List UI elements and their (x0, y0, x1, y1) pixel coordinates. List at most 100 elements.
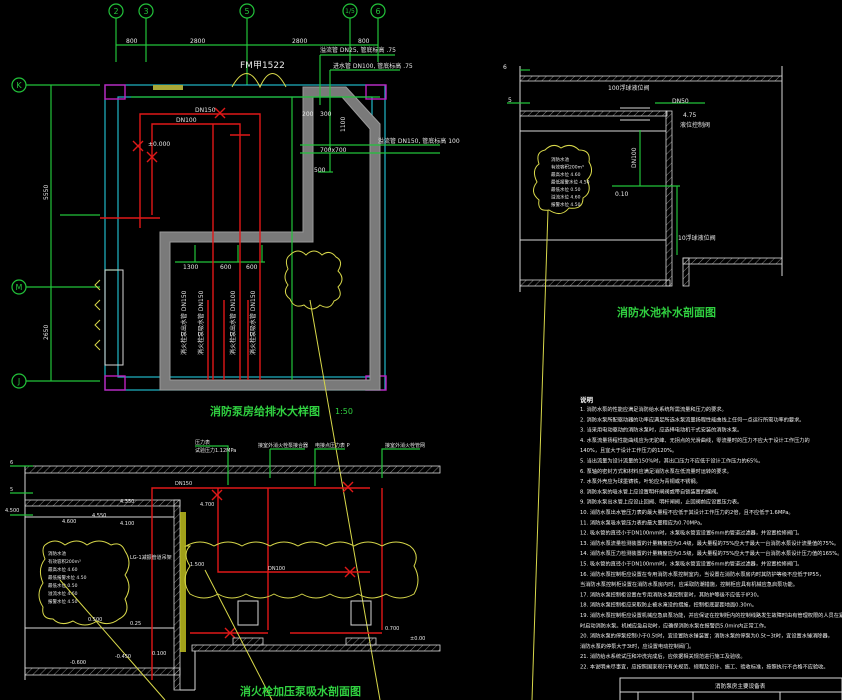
cloud-text: 报警水位 4.50 (48, 598, 78, 605)
dimension-text: 800 (126, 38, 138, 45)
pump-annotation: 4.550 (92, 513, 106, 519)
dimension-text: 600 (220, 264, 232, 271)
design-notes: 说明 1. 消防水泵的性能应满足消防给水系统所需流量和压力的要求。2. 消防水泵… (580, 395, 842, 671)
note-item: 当消防水泵控制柜设置在消防水泵房内时，应采取防潮措施，控制柜应具有机械应急启泵功… (580, 580, 798, 588)
dimension-text: 2800 (190, 38, 205, 45)
pump-annotation: 0.100 (152, 651, 166, 657)
cloud-text: 最高水位 4.60 (48, 566, 78, 573)
pipe-label: 700x700 (320, 147, 347, 154)
grid-axes-top: 2 3 5 1/5 6 800 2800 2800 800 (108, 3, 386, 85)
pump-annotation: 电接点压力表 P (315, 442, 350, 449)
note-item: 消防水泵的停泵大于3t时，应设置电动控制阀门。 (580, 642, 694, 650)
pump-annotation: 0.25 (130, 621, 141, 627)
cloud-text: 消防水池 (48, 550, 66, 557)
leader-line (204, 569, 273, 700)
dimension-text: 200 (302, 111, 314, 118)
pipe-label: 溢流管 DN150, 管底标高 100 (378, 137, 460, 145)
note-item: 11. 消防水泵吸水管压力表的最大量程应为0.70MPa。 (580, 518, 705, 526)
cloud-text: 消防水池 (551, 156, 569, 163)
plan-scale: 1:50 (335, 407, 353, 416)
annotation: DN50 (672, 98, 689, 105)
plan-green-pipes (60, 54, 440, 380)
dimension-text: 500 (314, 167, 326, 174)
grid-label: 2 (113, 7, 118, 16)
pump-annotation: LG-1减振管道吊架 (130, 554, 172, 561)
annotation: 4.75 (683, 112, 697, 119)
note-item: 6. 泵轴的密封方式和材料应满足消防水泵在低流量时运转的要求。 (580, 467, 732, 475)
fire-water-tank-wall (159, 86, 381, 391)
cloud-text: 最低水位 0.50 (48, 582, 78, 589)
door-swing (231, 73, 287, 89)
pump-annotation: 接室外消火栓泵接合器 (258, 442, 308, 449)
revision-cloud (38, 540, 130, 626)
note-item: 140%，且宜大于设计工作压力的120%。 (580, 446, 677, 454)
cloud-text: 溢流水位 4.60 (48, 590, 78, 597)
annotation: DN100 (631, 147, 638, 168)
cloud-text: 溢流水位 4.60 (551, 194, 581, 201)
door-label: FM甲1522 (240, 60, 285, 71)
note-item: 19. 消防水泵控制柜应设置机械应急启泵功能，并应保证在控制柜内的控制线路发生故… (580, 611, 842, 619)
note-item: 8. 消防水泵的吸水管上应设置明杆闸阀或带自锁装置的蝶阀。 (580, 487, 721, 495)
leader-line (59, 579, 166, 700)
pump-annotation: -0.450 (115, 654, 131, 660)
pump-annotation: 接室外消火栓管网 (385, 442, 425, 449)
note-item: 时启动消防水泵。机械应急启动时，应确保消防水泵在报警后5.0min内正常工作。 (580, 621, 769, 629)
svg-text:消火栓泵吸水管 DN150: 消火栓泵吸水管 DN150 (249, 290, 257, 355)
pipe-label: 进水管 DN100, 管底标高 .75 (333, 62, 413, 70)
window (153, 85, 183, 90)
equipment-table: 消防泵房主要设备表 (619, 677, 842, 700)
elevation-label: ±0.000 (148, 141, 170, 148)
cloud-text: 有效容积200m³ (48, 558, 81, 565)
grid-label: 5 (244, 7, 249, 16)
annotation: 100浮球液位阀 (608, 84, 649, 92)
note-item: 15. 吸水管的直径小于DN100mm时，水泵吸水管宜设置6mm的管道过滤器，并… (580, 560, 802, 568)
annotation: 10浮球液位阀 (678, 234, 716, 242)
pump-annotation: ±0.00 (410, 636, 425, 642)
pipe-label: DN100 (176, 117, 197, 124)
fire-pump-1 (237, 600, 259, 626)
dimension-text: 800 (358, 38, 370, 45)
dimension-text: 5550 (43, 185, 50, 200)
level-label: 6 (503, 64, 507, 71)
dimension-text: 600 (246, 264, 258, 271)
pump-annotation: 5 (10, 487, 13, 493)
fire-pump-2 (350, 600, 372, 626)
cloud-text: 有效容积200m³ (551, 164, 584, 171)
pipe-label: DN150 (195, 107, 216, 114)
cloud-text: 最高水位 4.60 (551, 171, 581, 178)
tank-section: 6 5 100浮球液位阀 DN50 4.75 液位控制阀 DN100 0.10 … (503, 64, 783, 700)
pump-annotation: 4.350 (120, 499, 134, 505)
grid-label: 6 (375, 7, 380, 16)
note-item: 14. 消防水泵压力检测装置的计量精度应为0.5级，最大量程的75%应大于最大一… (580, 549, 842, 557)
pump-annotation: 4.500 (5, 508, 19, 514)
leader-line (531, 209, 549, 700)
pump-annotation: DN100 (268, 566, 285, 572)
plan-title: 消防泵房给排水大样图 (210, 404, 320, 418)
note-item: 5. 当出流量为设计流量的150%时，其出口压力不应低于设计工作压力的65%。 (580, 457, 763, 465)
dimension-text: 1100 (340, 117, 347, 132)
pump-annotation: 4.700 (200, 502, 214, 508)
grid-label: J (17, 377, 20, 386)
note-item: 4. 水泵流量扬程性能曲线应为无驼峰、无拐点的光滑曲线，零流量时的压力不应大于设… (580, 436, 810, 444)
svg-text:消火栓泵出水管 DN150: 消火栓泵出水管 DN150 (180, 290, 188, 355)
note-item: 3. 当采用电动驱动的消防水泵时，应选择电动机干式安装的消防水泵。 (580, 426, 742, 434)
table-title: 消防泵房主要设备表 (715, 682, 766, 690)
pump-annotation: 压力表 (195, 439, 210, 446)
note-item: 1. 消防水泵的性能应满足消防给水系统所需流量和压力的要求。 (580, 405, 727, 413)
grid-label: M (16, 283, 23, 292)
note-item: 22. 本说明未尽事宜，应按照国家现行有关规范、规程及设计、施工、验收标准，按照… (580, 663, 829, 671)
level-label: 5 (508, 97, 512, 104)
pump-annotation: DN150 (175, 481, 192, 487)
note-item: 17. 消防水泵控制柜设置在专用消防水泵控制室时，其防护等级不应低于IP30。 (580, 590, 762, 598)
pump-annotation: 0.500 (88, 617, 102, 623)
cloud-text: 最低报警水位 4.50 (551, 179, 590, 186)
svg-text:消火栓泵出水管 DN100: 消火栓泵出水管 DN100 (229, 290, 237, 355)
dimension-text: 2650 (43, 325, 50, 340)
note-item: 21. 消防给水系统试压和冲洗完成后，应依据相关规范进行施工及验收。 (580, 652, 746, 660)
note-item: 12. 吸水管的直径小于DN100mm时，水泵吸水管宜设置6mm的管道过滤器，并… (580, 529, 802, 537)
note-item: 9. 消防水泵出水管上应设止回阀、明杆闸阀，止回阀前应设置压力表。 (580, 498, 742, 506)
cloud-text: 最低水位 0.50 (551, 186, 581, 193)
